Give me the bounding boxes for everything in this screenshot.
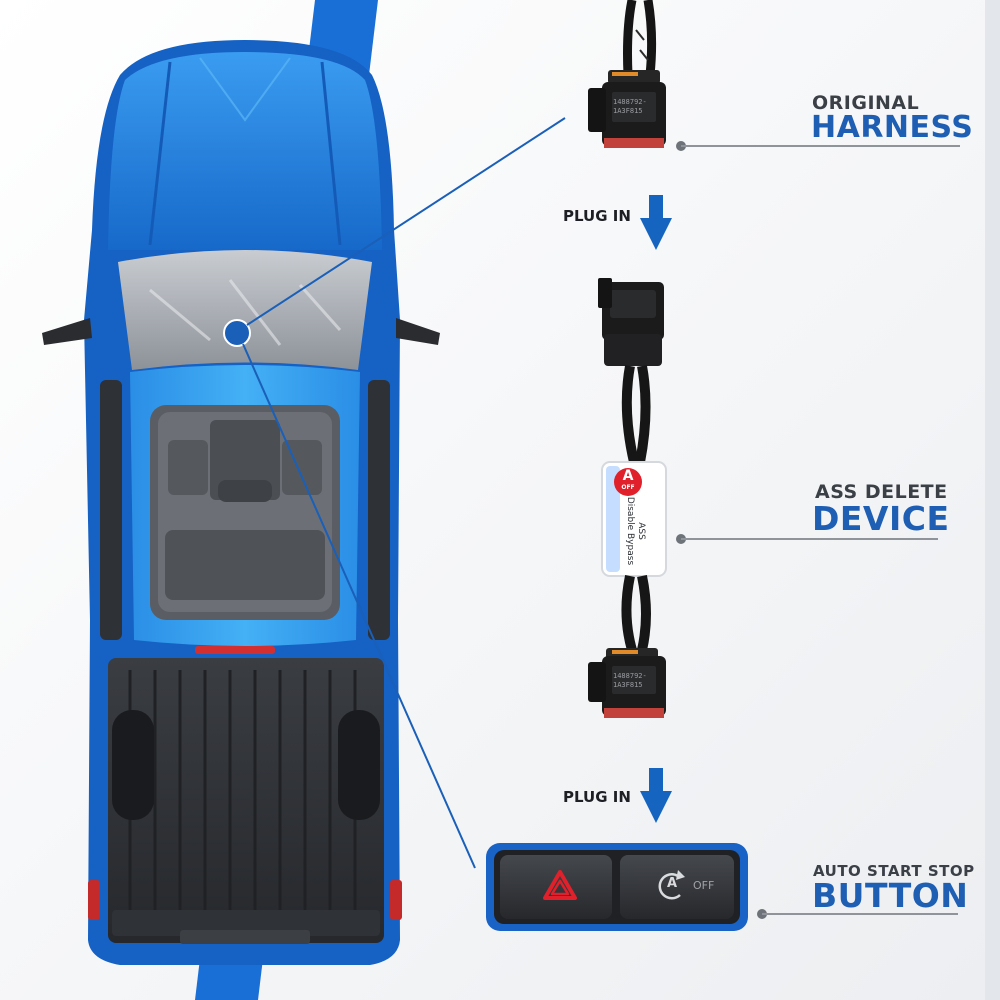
- hazard-icon: [543, 870, 577, 900]
- arrow-down-icon: [640, 195, 672, 250]
- connector-code-line: 1A3F815: [613, 681, 643, 689]
- pickup-truck: [42, 40, 440, 965]
- device-sticker-line1: ASS: [636, 522, 646, 540]
- button-label-small: AUTO START STOP: [813, 862, 975, 880]
- plug-in-step-1: PLUG IN: [563, 207, 631, 225]
- ass-delete-device-graphic: [588, 278, 667, 718]
- connector-code-line: 1488792-: [613, 98, 647, 106]
- device-label-small: ASS DELETE: [815, 481, 948, 503]
- connector-code-line: 1A3F815: [613, 107, 643, 115]
- device-logo: A OFF: [614, 468, 642, 496]
- upper-connector-label: 1488792- 1A3F815: [613, 98, 647, 116]
- device-logo-sub: OFF: [621, 484, 635, 491]
- original-label-small: ORIGINAL: [812, 92, 920, 114]
- device-logo-letter: A: [622, 468, 634, 484]
- auto-symbol-letter: A: [666, 876, 678, 891]
- button-label-big: BUTTON: [812, 876, 969, 915]
- switch-panel-graphic: [486, 843, 748, 931]
- auto-off-text: OFF: [693, 879, 715, 892]
- device-sticker-line2: Disable Bypass: [625, 496, 635, 566]
- lower-connector-label: 1488792- 1A3F815: [613, 672, 647, 690]
- device-sticker-text: ASS Disable Bypass: [624, 486, 646, 576]
- plug-in-step-2: PLUG IN: [563, 788, 631, 806]
- device-label-big: DEVICE: [812, 499, 950, 538]
- connector-code-line: 1488792-: [613, 672, 647, 680]
- arrow-down-icon: [640, 768, 672, 823]
- hotspot-dot: [223, 319, 251, 347]
- original-label-big: HARNESS: [811, 110, 974, 145]
- original-harness-graphic: [588, 0, 666, 148]
- auto-start-stop-icon: [658, 870, 685, 900]
